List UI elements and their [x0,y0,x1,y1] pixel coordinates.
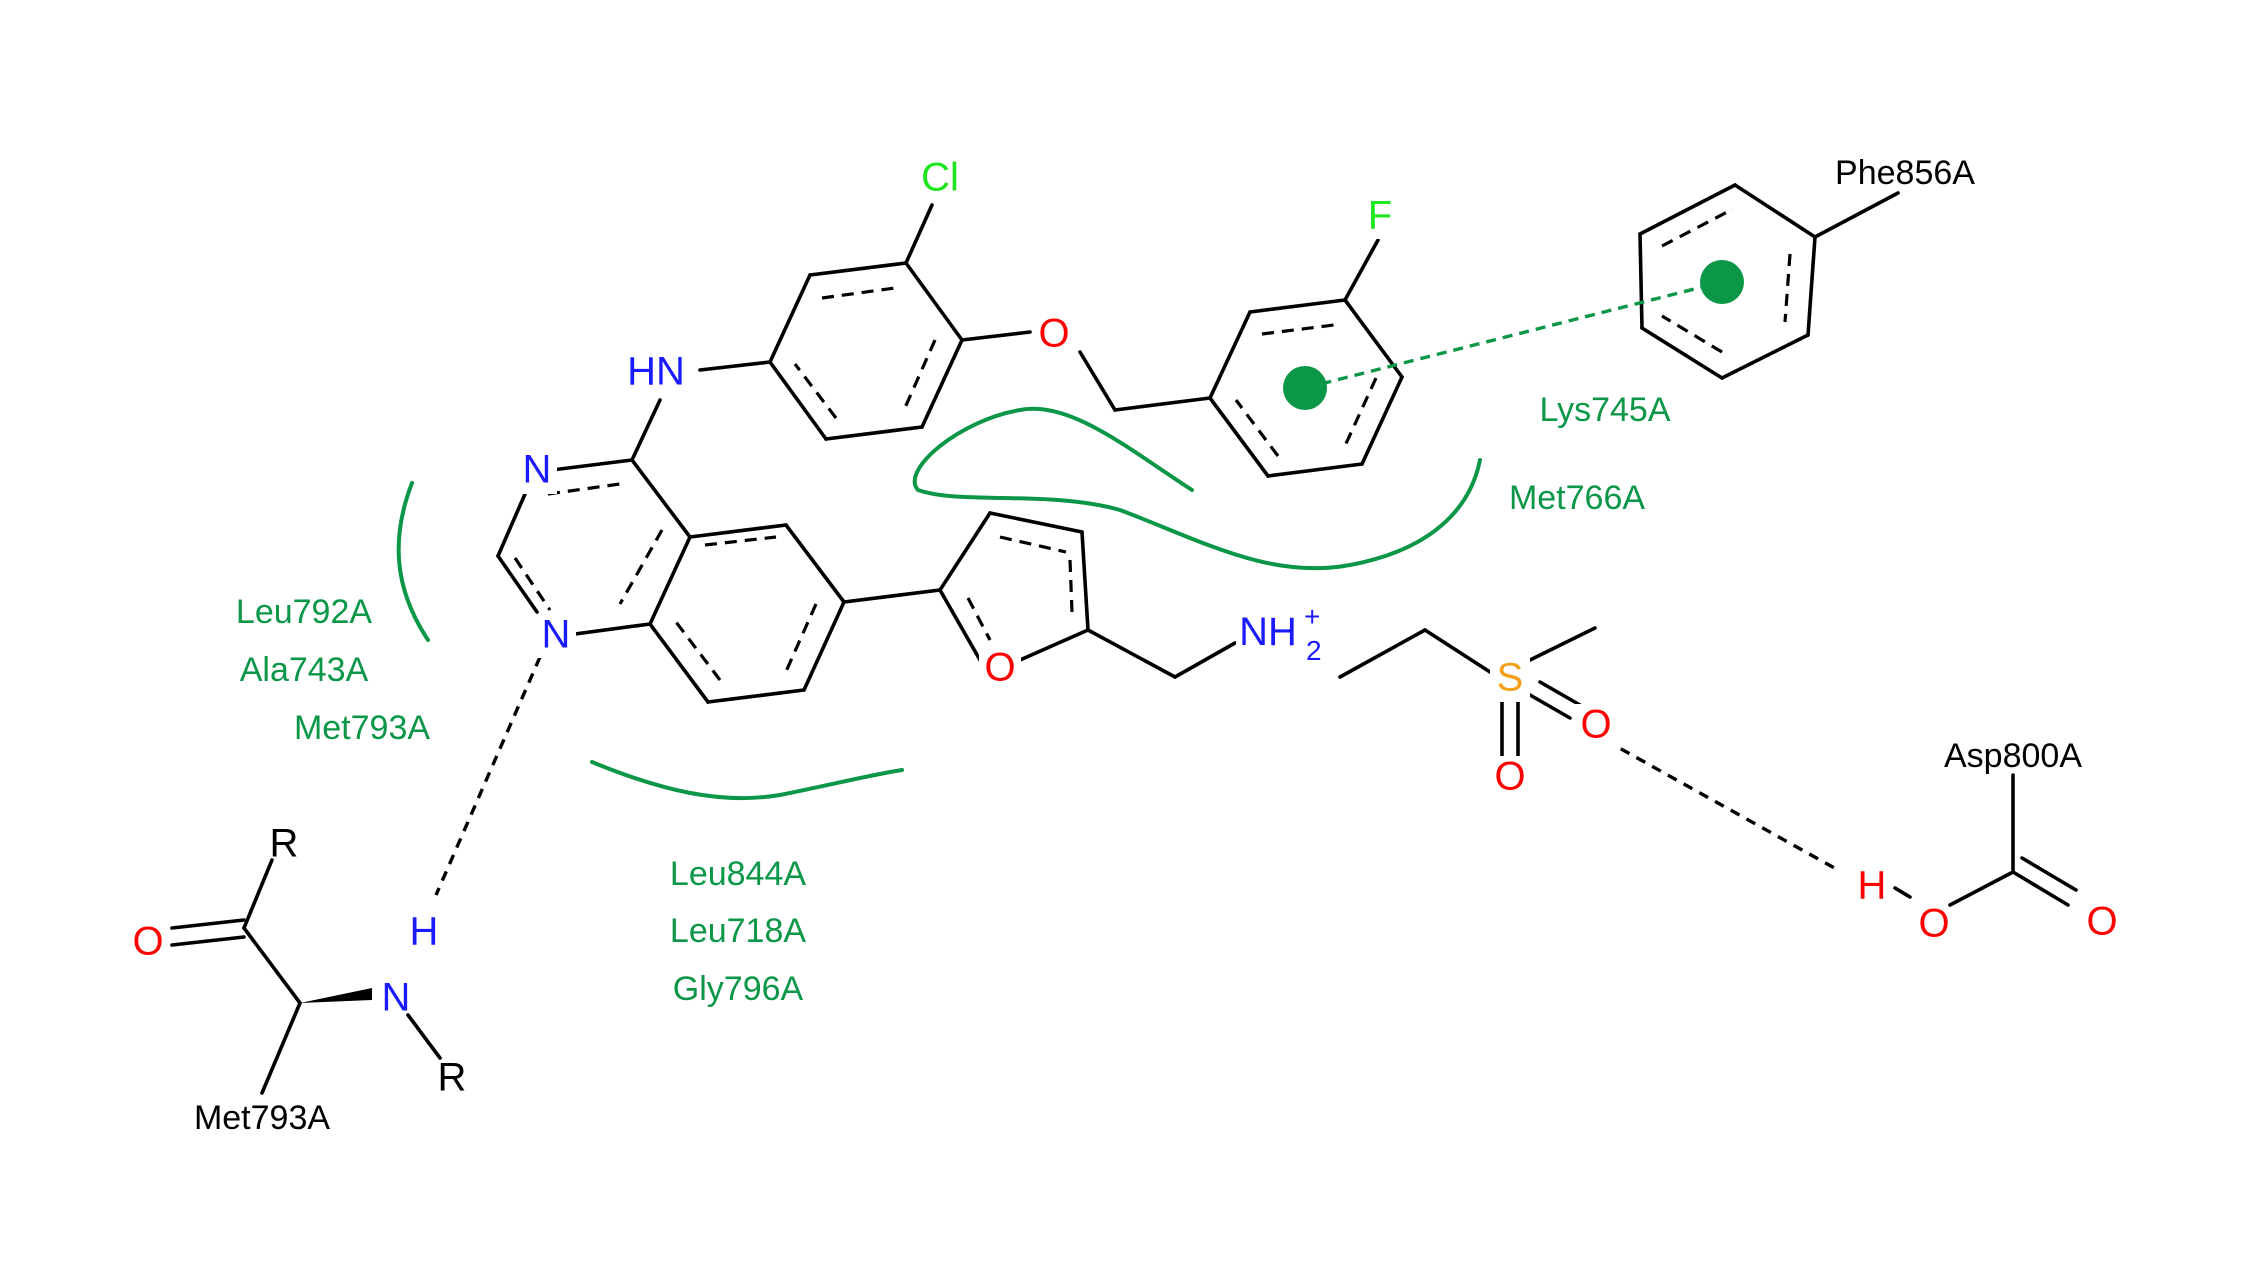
residue-ala743: Ala743A [240,651,369,689]
residue-gly796: Gly796A [673,970,804,1008]
hbond-n-met793 [434,656,542,896]
asp800-hydrogen-atom: H [1858,864,1887,908]
fluorobenzyl-ring [1113,238,1404,478]
ammonium-atom: NH [1239,610,1297,654]
met793-hydrogen-atom: H [410,910,439,954]
pi-stacking-phe856 [1304,280,1723,390]
quinazoline-n1-atom: N [523,448,552,492]
sulfonyl-chain [1338,626,1597,760]
hydrophobic-contacts [396,406,1482,801]
furan-ring [842,511,1237,679]
phe856-ring [1638,183,1900,380]
asp800-sidechain [1893,773,2078,907]
residue-lys745: Lys745A [1539,391,1670,429]
hydrophobic-arc-lys745 [912,406,1482,571]
sulfonyl-oxygen-1-atom: O [1580,703,1611,747]
pi-centroid-ligand [1283,366,1327,410]
interactions [434,260,1839,896]
met793-backbone [170,858,442,1095]
quinazoline-core [496,398,846,704]
residue-leu718: Leu718A [670,912,806,950]
hydrophobic-arc-leu844 [590,760,904,801]
fluorine-atom: F [1368,194,1392,238]
atom-labels: Cl F O HN N N O NH 2 + S O O O R N H R H… [132,155,2118,1100]
met793-carbonyl-oxygen-atom: O [132,920,163,964]
residue-leu792: Leu792A [236,593,372,631]
hbond-o-asp800 [1604,738,1839,872]
met793-nitrogen-atom: N [382,976,411,1020]
residue-asp800: Asp800A [1944,737,2082,775]
anilino-ring [698,203,1117,441]
residue-met793-backbone: Met793A [194,1099,330,1137]
chlorine-atom: Cl [921,156,959,200]
ammonium-subscript: 2 [1306,635,1322,666]
aniline-nh-atom: HN [627,350,685,394]
met793-r2-label: R [438,1056,467,1100]
asp800-carbonyl-oxygen-atom: O [2086,900,2117,944]
ammonium-charge: + [1304,601,1320,632]
residue-met766: Met766A [1509,479,1645,517]
hydrophobic-arc-leu792 [396,481,430,642]
wedge-bond [300,988,372,1003]
furan-oxygen-atom: O [984,646,1015,690]
met793-r1-label: R [270,822,299,866]
sulfur-atom: S [1497,656,1524,700]
quinazoline-n3-atom: N [542,613,571,657]
residue-labels: Phe856A Lys745A Met766A Leu792A Ala743A … [194,154,2082,1137]
residue-leu844: Leu844A [670,855,806,893]
sulfonyl-oxygen-2-atom: O [1494,755,1525,799]
pi-centroid-phe856 [1700,260,1744,304]
residue-met793-hydrophobic: Met793A [294,709,430,747]
asp800-hydroxyl-oxygen-atom: O [1918,902,1949,946]
residue-phe856: Phe856A [1835,154,1975,192]
ether-oxygen-atom: O [1038,312,1069,356]
